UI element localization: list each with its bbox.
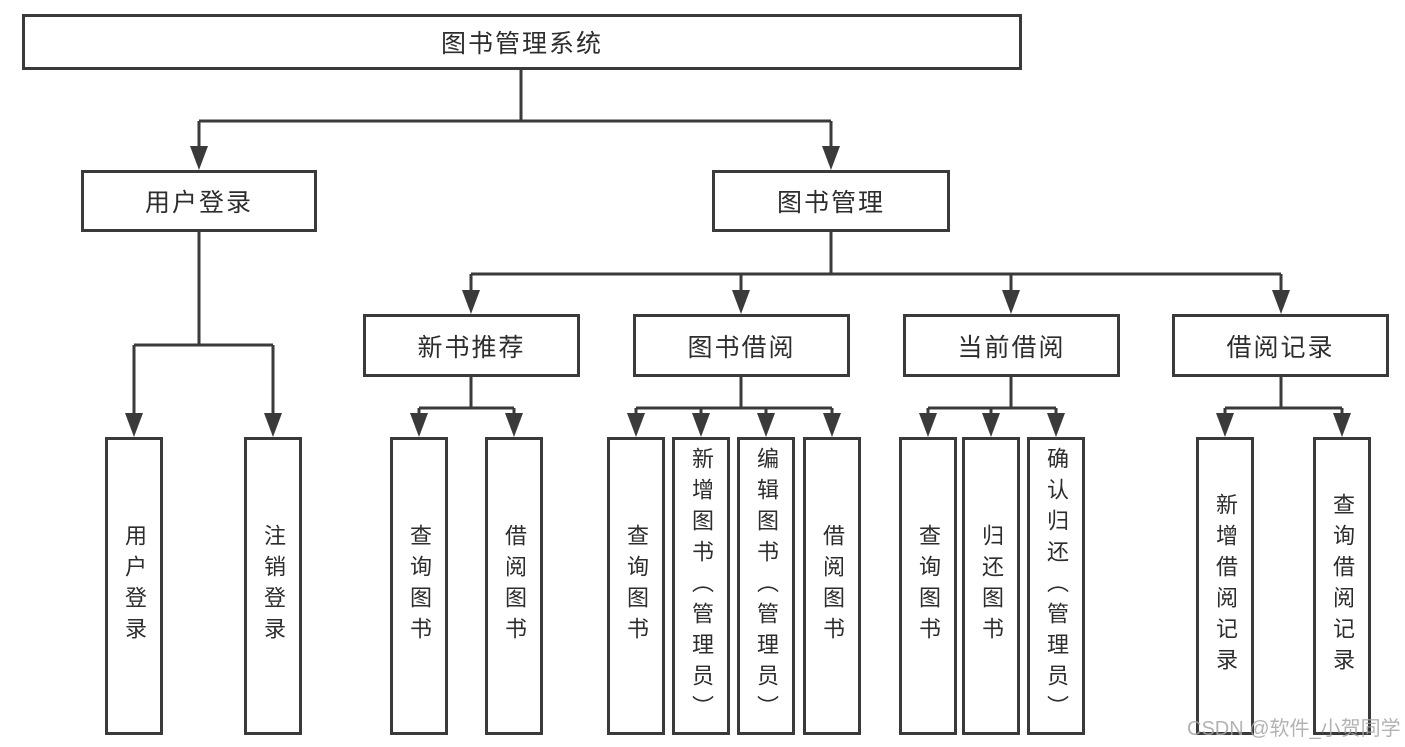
leaf-cb-query-books: 查询图书 [899, 437, 957, 735]
leaf-nbr-query-books: 查询图书 [390, 437, 448, 735]
leaf-bb-query-books: 查询图书 [607, 437, 665, 735]
leaf-br-add-record: 新增借阅记录 [1196, 437, 1254, 735]
leaf-bb-borrow-books-label: 借阅图书 [820, 524, 845, 648]
leaf-cb-return-books-label: 归还图书 [979, 524, 1004, 648]
leaf-cb-confirm-return: 确认归还（管理员） [1027, 437, 1085, 735]
leaf-logout: 注销登录 [244, 437, 302, 735]
leaf-bb-query-books-label: 查询图书 [624, 524, 649, 648]
leaf-br-query-record-label: 查询借阅记录 [1330, 493, 1355, 679]
leaf-logout-label: 注销登录 [261, 524, 286, 648]
leaf-bb-edit-books-label: 编辑图书（管理员） [754, 446, 779, 726]
leaf-bb-borrow-books: 借阅图书 [803, 437, 861, 735]
leaf-br-query-record: 查询借阅记录 [1313, 437, 1371, 735]
leaf-bb-edit-books: 编辑图书（管理员） [737, 437, 795, 735]
leaf-br-add-record-label: 新增借阅记录 [1213, 493, 1238, 679]
node-current-borrowing: 当前借阅 [903, 314, 1120, 377]
leaf-nbr-query-books-label: 查询图书 [407, 524, 432, 648]
leaf-cb-return-books: 归还图书 [962, 437, 1020, 735]
node-root: 图书管理系统 [22, 14, 1022, 70]
node-new-book-recommend: 新书推荐 [363, 314, 580, 377]
node-book-borrowing: 图书借阅 [633, 314, 850, 377]
leaf-user-login-label: 用户登录 [122, 524, 147, 648]
leaf-bb-add-books: 新增图书（管理员） [672, 437, 730, 735]
leaf-nbr-borrow-books: 借阅图书 [485, 437, 543, 735]
leaf-bb-add-books-label: 新增图书（管理员） [689, 446, 714, 726]
csdn-watermark: CSDN @软件_小贺同学 [1187, 718, 1401, 740]
node-borrowing-records: 借阅记录 [1172, 314, 1389, 377]
node-book-management: 图书管理 [712, 170, 950, 232]
arrowheads [125, 146, 1351, 437]
node-user-login: 用户登录 [81, 170, 317, 232]
leaf-cb-confirm-return-label: 确认归还（管理员） [1044, 446, 1069, 726]
leaf-user-login: 用户登录 [105, 437, 163, 735]
leaf-nbr-borrow-books-label: 借阅图书 [502, 524, 527, 648]
leaf-cb-query-books-label: 查询图书 [916, 524, 941, 648]
